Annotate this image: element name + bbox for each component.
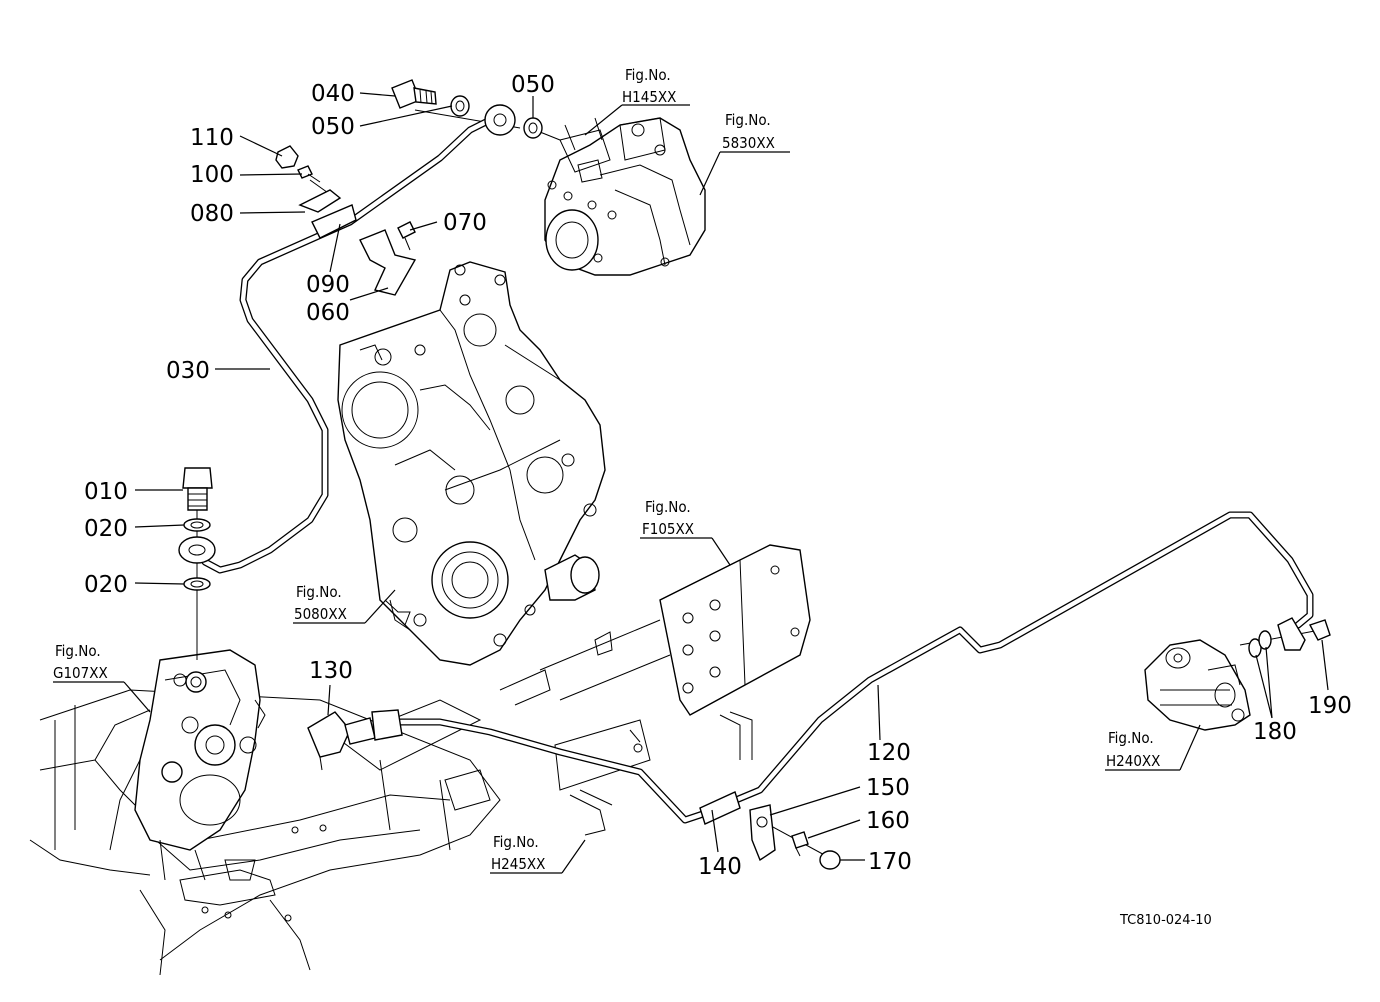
label-180: 180 bbox=[1253, 719, 1297, 745]
label-190: 190 bbox=[1308, 693, 1352, 719]
label-050-b: 050 bbox=[511, 72, 555, 98]
label-160: 160 bbox=[866, 808, 910, 834]
figref-h240-caption: Fig.No. bbox=[1108, 729, 1154, 747]
leader-lines bbox=[53, 92, 1329, 874]
hardware bbox=[178, 79, 1331, 870]
figref-h145-caption: Fig.No. bbox=[625, 66, 671, 84]
figref-g107-caption: Fig.No. bbox=[55, 642, 101, 660]
lower-bent-tube bbox=[569, 711, 753, 836]
valve-assembly-h240 bbox=[1144, 639, 1251, 731]
label-110: 110 bbox=[190, 125, 234, 151]
figref-5830: 5830XX bbox=[722, 134, 775, 152]
frame-chassis bbox=[29, 689, 651, 976]
label-150: 150 bbox=[866, 775, 910, 801]
figref-f105-caption: Fig.No. bbox=[645, 498, 691, 516]
flywheel-housing-plate bbox=[499, 544, 811, 753]
figref-h145: H145XX bbox=[622, 88, 676, 106]
label-130: 130 bbox=[309, 658, 353, 684]
label-080: 080 bbox=[190, 201, 234, 227]
label-090: 090 bbox=[306, 272, 350, 298]
drawing-code: TC810-024-10 bbox=[1119, 913, 1212, 928]
label-070: 070 bbox=[443, 210, 487, 236]
engine-front-cover bbox=[337, 261, 606, 666]
label-120: 120 bbox=[867, 740, 911, 766]
label-010: 010 bbox=[84, 479, 128, 505]
hydraulic-pump bbox=[544, 117, 706, 276]
pipe-120 bbox=[381, 511, 1314, 824]
label-140: 140 bbox=[698, 854, 742, 880]
figref-5080: 5080XX bbox=[294, 605, 347, 623]
label-060: 060 bbox=[306, 300, 350, 326]
label-020-a: 020 bbox=[84, 516, 128, 542]
label-050-a: 050 bbox=[311, 114, 355, 140]
pipe-030 bbox=[201, 116, 494, 574]
figref-h245-caption: Fig.No. bbox=[493, 833, 539, 851]
figref-h245: H245XX bbox=[491, 855, 545, 873]
label-100: 100 bbox=[190, 162, 234, 188]
label-030: 030 bbox=[166, 358, 210, 384]
figref-g107: G107XX bbox=[53, 664, 108, 682]
figref-h240: H240XX bbox=[1106, 752, 1160, 770]
part-number-labels: 040 050 050 110 100 080 070 090 060 030 … bbox=[84, 72, 1352, 880]
label-040: 040 bbox=[311, 81, 355, 107]
figref-5080-caption: Fig.No. bbox=[296, 583, 342, 601]
label-170: 170 bbox=[868, 849, 912, 875]
figref-5830-caption: Fig.No. bbox=[725, 111, 771, 129]
figref-f105: F105XX bbox=[642, 520, 694, 538]
label-020-b: 020 bbox=[84, 572, 128, 598]
lower-pump-assembly bbox=[94, 649, 266, 881]
figure-references: Fig.No. H145XX Fig.No. 5830XX Fig.No. F1… bbox=[53, 66, 1160, 873]
